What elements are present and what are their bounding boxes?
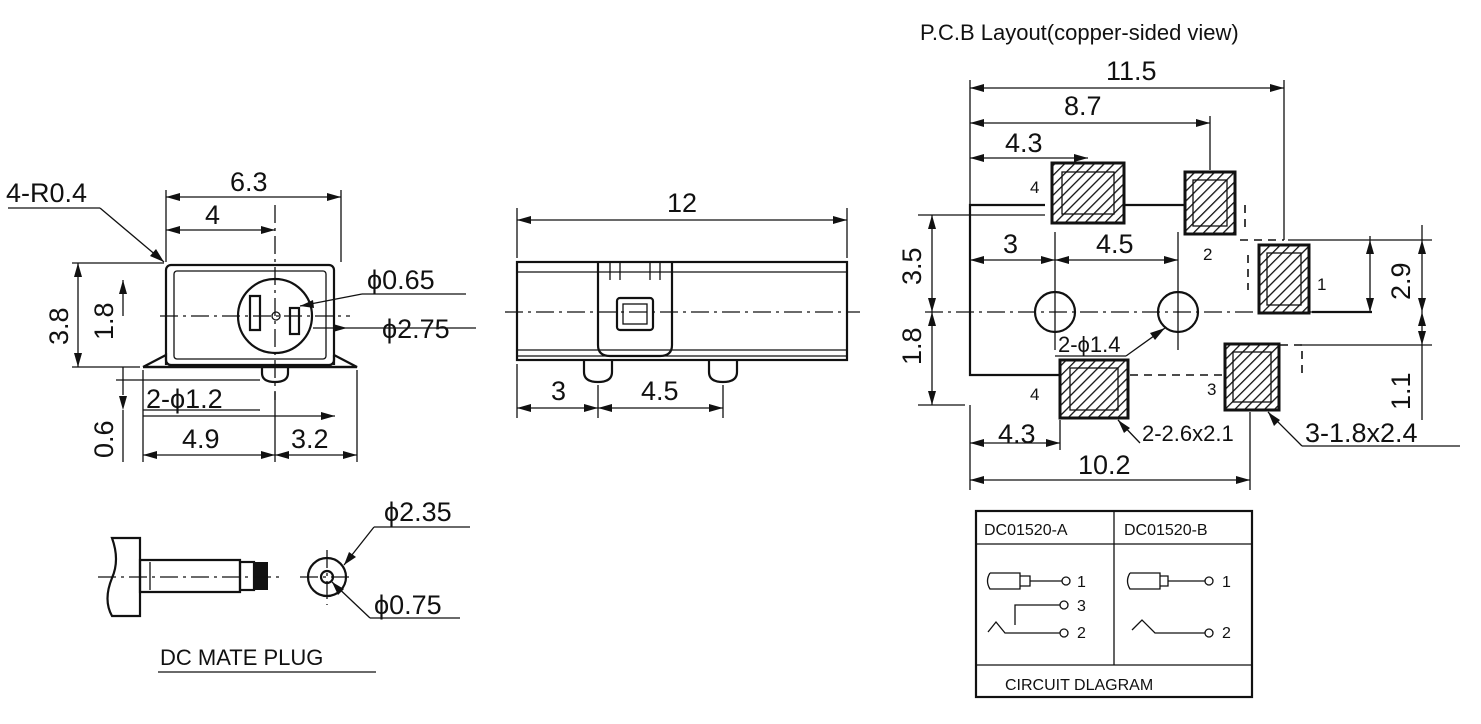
dim-hole-dia: 2-ϕ1.4 <box>1058 332 1120 357</box>
board-outline <box>968 203 1062 377</box>
pcb-layout: P.C.B Layout(copper-sided view) <box>897 20 1460 490</box>
dim-bottom-total: 10.2 <box>1078 450 1131 480</box>
circuit-b-pin1 <box>1126 572 1205 590</box>
dim-pad2: 8.7 <box>1064 91 1102 121</box>
peg-top-left <box>582 360 614 384</box>
pad-size-b: 3-1.8x2.4 <box>1305 418 1418 448</box>
circuit-caption: CIRCUIT DLAGRAM <box>1005 677 1153 694</box>
dim-pin: ϕ0.65 <box>367 265 435 295</box>
circuit-a-switch <box>1014 604 1060 625</box>
pin-a-2: 2 <box>1077 625 1086 642</box>
col-b-header: DC01520-B <box>1124 522 1208 539</box>
col-a-header: DC01520-A <box>984 522 1068 539</box>
plug-head <box>106 536 142 618</box>
pad-4-top <box>1050 161 1126 225</box>
pad-label-1: 1 <box>1317 275 1326 294</box>
dim-bottom-left: 4.9 <box>182 424 220 454</box>
pin-b-1: 1 <box>1222 574 1231 591</box>
pin-a-1: 1 <box>1077 574 1086 591</box>
dim-1-8: 1.8 <box>897 327 927 365</box>
dim-height: 3.8 <box>44 307 74 345</box>
dim-pad4-bottom: 4.3 <box>998 419 1036 449</box>
plug-knurl <box>254 562 268 590</box>
circuit-a-pin1 <box>986 572 1062 590</box>
jack-body-top <box>515 260 849 362</box>
dim-plug-outer: ϕ2.35 <box>384 497 452 527</box>
dim-total: 11.5 <box>1106 56 1157 86</box>
jack-body-front <box>164 263 336 367</box>
peg-top-right <box>707 360 739 384</box>
circuit-a-sleeve <box>987 620 1060 634</box>
dim-width: 6.3 <box>230 167 268 197</box>
pad-3 <box>1223 342 1281 412</box>
dim-peg-offset: 3 <box>551 376 566 406</box>
plug-tip <box>238 560 256 592</box>
dim-center: 1.8 <box>89 302 119 340</box>
spring-window <box>615 296 655 332</box>
dim-2-9: 2.9 <box>1386 262 1416 300</box>
dim-pad4: 4.3 <box>1005 128 1043 158</box>
dim-peg-pitch: 4.5 <box>641 376 679 406</box>
spring-tab <box>596 262 674 358</box>
pad-label-3: 3 <box>1207 380 1216 399</box>
pad-label-4-bottom: 4 <box>1030 385 1039 404</box>
pad-label-4-top: 4 <box>1030 178 1039 197</box>
pad-label-2: 2 <box>1203 245 1212 264</box>
dim-radius: 4-R0.4 <box>6 178 87 208</box>
mate-plug: ϕ2.35 ϕ0.75 DC MATE PLUG <box>98 497 470 673</box>
pad-4-bottom <box>1058 358 1130 420</box>
dim-peg: 2-ϕ1.2 <box>146 384 223 414</box>
mate-plug-title: DC MATE PLUG <box>160 645 323 670</box>
dim-3-5: 3.5 <box>897 247 927 285</box>
dim-hole: ϕ2.75 <box>382 314 450 344</box>
dim-hole-offset: 3 <box>1003 229 1018 259</box>
dim-length: 12 <box>667 188 697 218</box>
side-view: 6.3 4 4-R0.4 3.8 1.8 ϕ0.65 ϕ2.75 2-ϕ1.2 … <box>6 167 476 462</box>
peg-left <box>260 367 290 384</box>
circuit-table: DC01520-A DC01520-B 1 3 2 1 2 CIRCUIT DL… <box>974 509 1254 699</box>
circuit-b-sleeve <box>1131 619 1205 634</box>
dim-offset: 4 <box>205 200 220 230</box>
dim-plug-inner: ϕ0.75 <box>374 590 442 620</box>
pin-b-2: 2 <box>1222 625 1231 642</box>
pcb-title: P.C.B Layout(copper-sided view) <box>920 20 1239 45</box>
dim-1-1: 1.1 <box>1386 372 1416 410</box>
dim-hole-pitch: 4.5 <box>1096 229 1134 259</box>
dim-leg: 0.6 <box>89 420 119 458</box>
dim-bottom-right: 3.2 <box>291 424 329 454</box>
pad-size-a: 2-2.6x2.1 <box>1142 421 1234 446</box>
pin-a-3: 3 <box>1077 598 1086 615</box>
top-view: 12 3 4.5 <box>505 188 860 418</box>
center-pin <box>288 306 301 336</box>
